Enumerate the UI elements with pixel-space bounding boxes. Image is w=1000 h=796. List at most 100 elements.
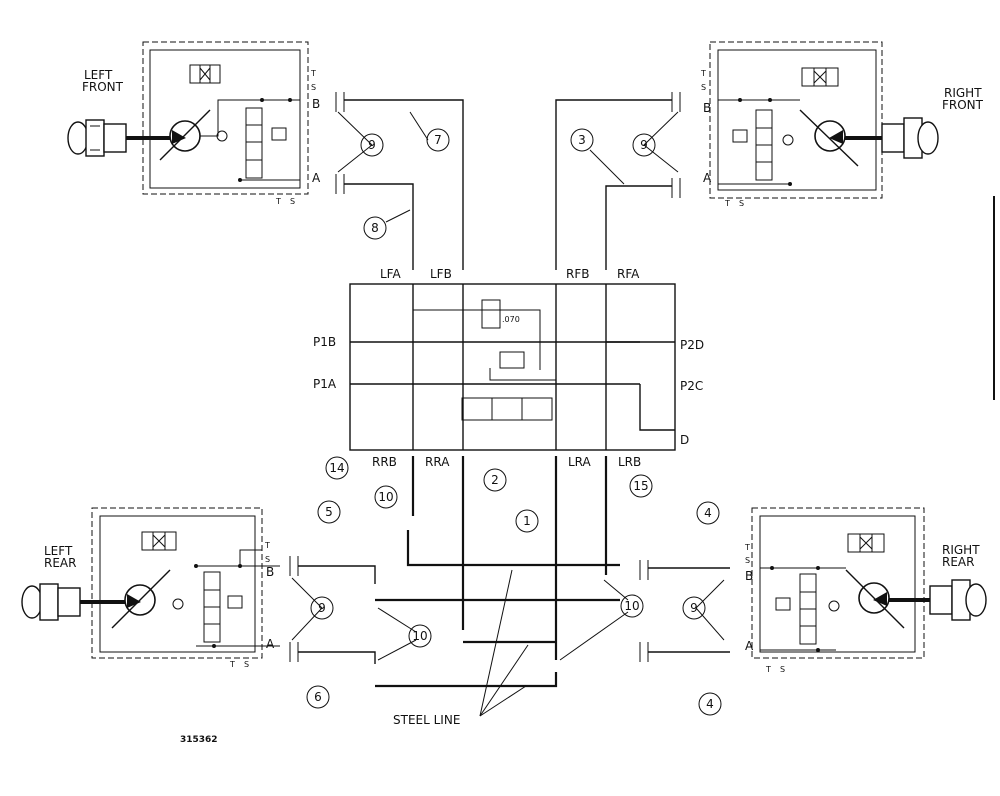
callout-9-left-rear-text: 9 (318, 601, 326, 615)
left-front-port-b: B (312, 97, 320, 111)
left-front-port-a: A (312, 171, 321, 185)
callout-4-bottom: 4 (698, 692, 722, 716)
valve-manifold-body (349, 283, 676, 451)
callout-9-left-front: 9 (360, 133, 384, 157)
right-rear-port-a: A (745, 639, 754, 653)
left-front-motor: LEFT FRONT B A T S T S (67, 41, 321, 206)
right-front-motor: RIGHT FRONT B A T S T S (700, 41, 984, 208)
callout-5-text: 5 (325, 505, 333, 519)
valve-port-lra: LRA (568, 455, 592, 469)
valve-port-lfa: LFA (380, 267, 401, 281)
left-front-label-line2: FRONT (82, 80, 124, 94)
orifice-label: .070 (502, 315, 520, 324)
steel-line-label: STEEL LINE (393, 713, 460, 727)
right-front-port-s-bottom: S (739, 199, 744, 208)
callout-7-text: 7 (434, 133, 442, 147)
callout-7: 7 (426, 128, 450, 152)
left-rear-port-b: B (266, 565, 274, 579)
right-rear-port-t-bottom: T (765, 665, 771, 674)
callout-14: 14 (325, 456, 349, 480)
left-rear-port-s-top: S (265, 555, 270, 564)
callout-10-left: 10 (408, 624, 432, 648)
valve-port-p2c: P2C (680, 379, 703, 393)
callout-2: 2 (483, 468, 507, 492)
valve-port-d: D (680, 433, 689, 447)
left-front-port-s-top: S (311, 83, 316, 92)
callout-10-right: 10 (620, 594, 644, 618)
callout-10-top-text: 10 (378, 490, 393, 504)
right-front-wheel-hub-icon (881, 117, 939, 159)
callout-10-left-text: 10 (412, 629, 427, 643)
left-rear-wheel-hub-icon (21, 583, 81, 621)
callout-3-text: 3 (578, 133, 586, 147)
right-rear-port-t-top: T (744, 543, 750, 552)
callout-9-right-rear-text: 9 (690, 601, 698, 615)
right-front-port-b: B (703, 101, 711, 115)
callout-4-top: 4 (696, 501, 720, 525)
right-rear-port-s-top: S (745, 556, 750, 565)
callouts: 9 7 8 3 9 14 10 2 1 15 5 9 6 10 10 4 9 4 (306, 128, 722, 716)
callout-6-text: 6 (314, 690, 322, 704)
left-rear-label-line1: LEFT (44, 544, 73, 558)
left-rear-port-t-bottom: T (229, 660, 235, 669)
right-front-port-t-bottom: T (724, 199, 730, 208)
left-front-port-t-top: T (310, 69, 316, 78)
pilot-valve (499, 351, 525, 369)
directional-valve (461, 397, 553, 421)
callout-15-text: 15 (633, 479, 648, 493)
callout-4-top-text: 4 (704, 506, 712, 520)
callout-8-text: 8 (371, 221, 379, 235)
right-front-port-t-top: T (700, 69, 706, 78)
valve-port-lfb: LFB (430, 267, 452, 281)
left-front-port-s-bottom: S (290, 197, 295, 206)
callout-8: 8 (363, 216, 387, 240)
valve-port-rfb: RFB (566, 267, 589, 281)
valve-port-rrb: RRB (372, 455, 397, 469)
callout-9-right-front: 9 (632, 133, 656, 157)
right-front-motor-enclosure (709, 41, 883, 199)
front-hoses (335, 92, 681, 270)
left-rear-port-s-bottom: S (244, 660, 249, 669)
callout-9-left-front-text: 9 (368, 138, 376, 152)
valve-port-rra: RRA (425, 455, 450, 469)
left-rear-motor-enclosure (91, 507, 263, 659)
right-rear-motor-enclosure (751, 507, 925, 659)
callout-15: 15 (629, 474, 653, 498)
right-front-label-line1: RIGHT (944, 86, 982, 100)
left-front-wheel-hub-icon (67, 119, 127, 157)
right-rear-port-s-bottom: S (780, 665, 785, 674)
callout-10-right-text: 10 (624, 599, 639, 613)
left-front-label-line1: LEFT (84, 68, 113, 82)
callout-4-bottom-text: 4 (706, 697, 714, 711)
left-rear-port-t-top: T (264, 541, 270, 550)
left-front-port-t-bottom: T (275, 197, 281, 206)
valve-port-p1b: P1B (313, 335, 336, 349)
callout-9-right-front-text: 9 (640, 138, 648, 152)
right-rear-wheel-hub-icon (929, 579, 987, 621)
left-rear-label-line2: REAR (44, 556, 76, 570)
valve-port-p2d: P2D (680, 338, 704, 352)
callout-5: 5 (317, 500, 341, 524)
valve-port-p1a: P1A (313, 377, 337, 391)
callout-9-left-rear: 9 (310, 596, 334, 620)
callout-10-top: 10 (374, 485, 398, 509)
callout-6: 6 (306, 685, 330, 709)
left-front-motor-enclosure (142, 41, 309, 195)
right-rear-port-b: B (745, 569, 753, 583)
right-rear-label-line1: RIGHT (942, 543, 980, 557)
valve-manifold: .070 LFA LFB RFB RFA P1B P1A P2D P2C D R… (313, 267, 704, 469)
valve-port-lrb: LRB (618, 455, 641, 469)
callout-1: 1 (515, 509, 539, 533)
callout-9-right-rear: 9 (682, 596, 706, 620)
right-rear-motor: RIGHT REAR B A T S T S (744, 507, 987, 674)
right-front-motor-icon (814, 120, 846, 152)
left-rear-motor: LEFT REAR B A T S T S (21, 507, 280, 669)
right-front-label-line2: FRONT (942, 98, 984, 112)
steel-lines (289, 456, 730, 717)
callout-2-text: 2 (491, 473, 499, 487)
right-rear-label-line2: REAR (942, 555, 974, 569)
callout-3: 3 (570, 128, 594, 152)
right-front-port-s-top: S (701, 83, 706, 92)
callout-14-text: 14 (329, 461, 344, 475)
